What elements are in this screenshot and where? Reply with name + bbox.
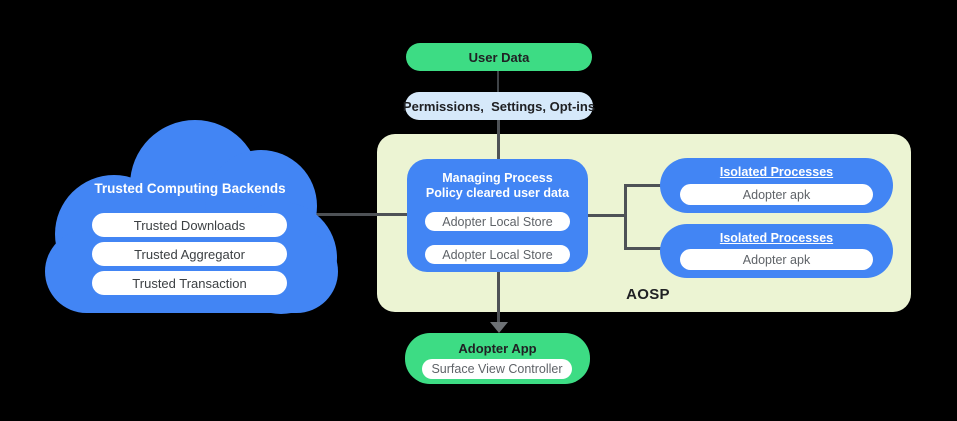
managing-process-title-line2: Policy cleared user data <box>425 186 570 200</box>
managing-process-box: Managing Process Policy cleared user dat… <box>407 159 588 272</box>
connector-managing-bracket <box>588 214 627 217</box>
trusted-aggregator-pill: Trusted Aggregator <box>92 242 287 266</box>
trusted-transaction-pill: Trusted Transaction <box>92 271 287 295</box>
adopter-apk-pill-2: Adopter apk <box>680 249 873 270</box>
cloud-title: Trusted Computing Backends <box>94 181 286 196</box>
user-data-label: User Data <box>468 49 530 65</box>
connector-userdata-permissions <box>497 71 499 93</box>
connector-bracket-isolated-2 <box>624 247 662 250</box>
connector-managing-adopterapp <box>497 272 500 323</box>
surface-view-controller-pill: Surface View Controller <box>422 359 572 379</box>
managing-process-title: Managing Process Policy cleared user dat… <box>407 171 588 201</box>
arrow-down-icon <box>490 322 508 333</box>
isolated-processes-title-1: Isolated Processes <box>719 165 834 179</box>
trusted-downloads-pill: Trusted Downloads <box>92 213 287 237</box>
managing-process-title-line1: Managing Process <box>442 171 553 185</box>
permissions-label: Permissions, Settings, Opt-ins <box>402 98 596 114</box>
adopter-app-box: Adopter App Surface View Controller <box>405 333 590 384</box>
user-data-node: User Data <box>406 43 592 71</box>
adopter-local-store-pill-1: Adopter Local Store <box>425 212 570 231</box>
permissions-node: Permissions, Settings, Opt-ins <box>402 92 596 120</box>
connector-bracket-isolated-1 <box>624 184 662 187</box>
connector-bracket-vertical <box>624 184 627 250</box>
connector-permissions-managing <box>497 119 500 161</box>
adopter-apk-pill-1: Adopter apk <box>680 184 873 205</box>
isolated-processes-title-2: Isolated Processes <box>719 231 834 245</box>
adopter-app-title: Adopter App <box>458 341 537 356</box>
aosp-label: AOSP <box>626 286 670 303</box>
isolated-processes-box-2: Isolated Processes Adopter apk <box>660 224 893 278</box>
connector-cloud-managing <box>300 213 408 216</box>
isolated-processes-box-1: Isolated Processes Adopter apk <box>660 158 893 213</box>
adopter-local-store-pill-2: Adopter Local Store <box>425 245 570 264</box>
